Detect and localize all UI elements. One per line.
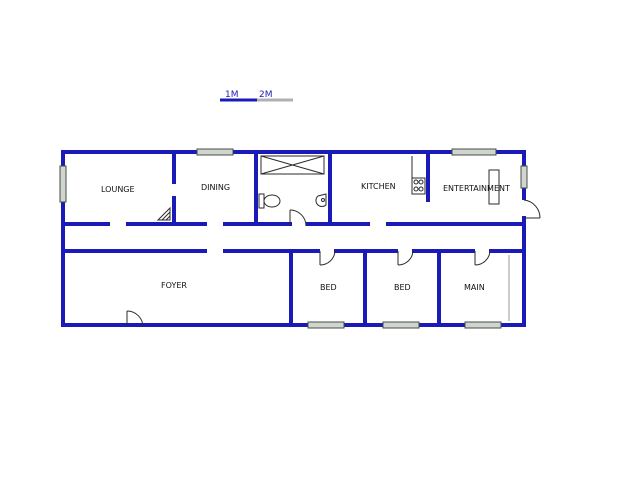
fixtures: [156, 155, 510, 321]
scale-bar: 1M 2M: [220, 90, 293, 102]
room-labels: LOUNGE DINING KITCHEN ENTERTAINMENT FOYE…: [101, 182, 510, 292]
bath-door: [289, 209, 307, 227]
side-door: [523, 199, 541, 219]
fireplace-icon: [156, 206, 171, 221]
front-door: [126, 310, 144, 328]
window: [382, 321, 420, 329]
room-label-kitchen: KITCHEN: [361, 182, 396, 191]
room-label-bed-1: BED: [320, 283, 337, 292]
island-counter: [488, 169, 500, 205]
window: [464, 321, 502, 329]
room-label-entertainment: ENTERTAINMENT: [443, 184, 510, 193]
window: [307, 321, 345, 329]
shower-icon: [260, 155, 325, 175]
window: [196, 148, 234, 156]
window: [451, 148, 497, 156]
bed-door-2: [397, 250, 414, 266]
basin-icon: [315, 193, 327, 207]
room-label-main: MAIN: [464, 283, 485, 292]
outer-walls: [61, 150, 526, 327]
doors: [126, 199, 541, 328]
stove-icon: [411, 177, 426, 195]
bed-door-1: [319, 250, 336, 266]
window: [59, 165, 67, 203]
main-door: [474, 250, 491, 266]
room-label-dining: DINING: [201, 183, 230, 192]
scale-label-1m: 1M: [225, 90, 239, 100]
interior-walls: [61, 150, 526, 327]
room-label-bed-2: BED: [394, 283, 411, 292]
room-label-lounge: LOUNGE: [101, 185, 135, 194]
window: [520, 165, 528, 189]
room-label-foyer: FOYER: [161, 281, 187, 290]
windows: [59, 148, 528, 329]
toilet-icon: [258, 193, 281, 209]
scale-label-2m: 2M: [259, 90, 273, 100]
